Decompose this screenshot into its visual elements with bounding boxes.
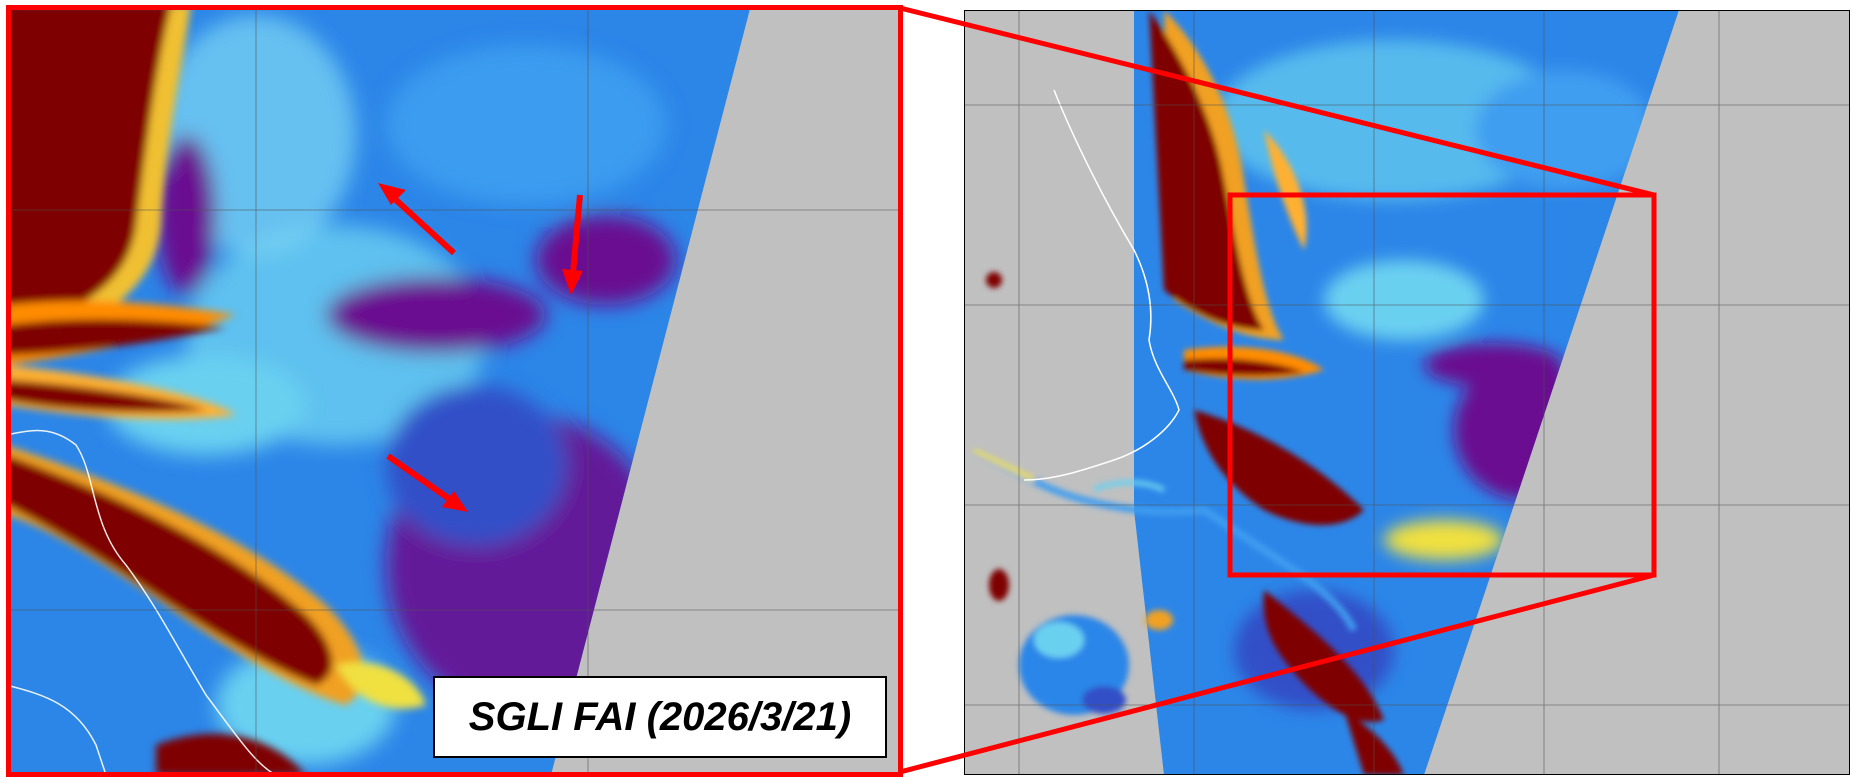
overview-coastline — [1023, 89, 1180, 481]
arrow-lower-right — [386, 453, 468, 512]
zoomed-map-svg — [6, 5, 901, 775]
coastline — [6, 429, 277, 775]
coastline-lower — [6, 684, 107, 775]
lat-lon-grid — [6, 5, 901, 775]
arrow-down — [562, 194, 583, 295]
overview-satellite-map — [964, 10, 1850, 775]
overview-map-svg — [964, 10, 1850, 775]
zoomed-satellite-map — [6, 5, 901, 775]
fai-swath — [6, 5, 751, 775]
annotation-arrows — [378, 183, 583, 512]
figure-label: SGLI FAI (2026/3/21) — [468, 694, 852, 739]
figure-label-box: SGLI FAI (2026/3/21) — [433, 676, 887, 758]
arrow-upper-left — [378, 183, 457, 256]
